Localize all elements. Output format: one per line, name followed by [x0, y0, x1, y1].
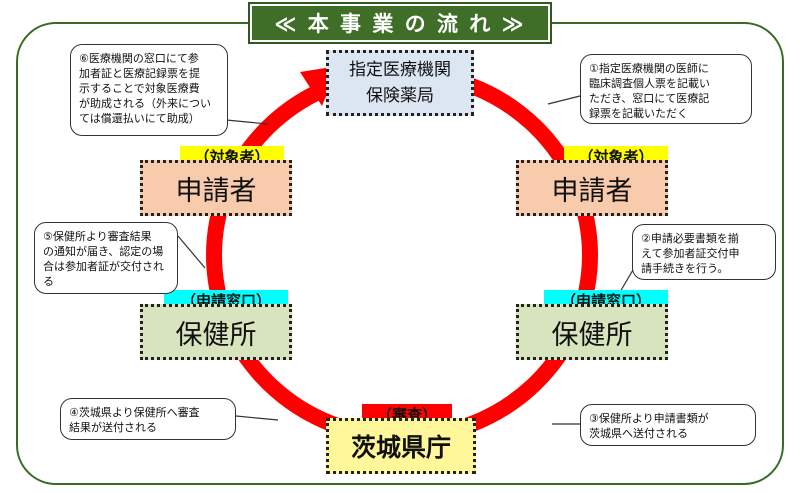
callout-tail-5 [177, 235, 206, 269]
note-5-line: る [43, 275, 54, 288]
designated-medical-institution-box: 指定医療機関 保険薬局 [326, 50, 474, 116]
note-6-line: 示することで対象医療費 [79, 82, 200, 95]
callout-tail-6 [225, 119, 269, 125]
note-6-line: 加者証と医療記録票を提 [79, 67, 200, 80]
org-line2: 保険薬局 [366, 86, 434, 106]
note-4-line: ④茨城県より保健所へ審査 [69, 406, 200, 419]
note-5-line: 合は参加者証が交付され [43, 260, 164, 273]
page-title: ≪ 本 事 業 の 流 れ ≫ [248, 2, 552, 44]
note-step-3: ③保健所より申請書類が 茨城県へ送付される [580, 404, 756, 446]
note-3-line: ③保健所より申請書類が [589, 412, 709, 425]
applicant-left-box: 申請者 [140, 160, 292, 216]
note-step-6: ⑥医療機関の窓口にて参 加者証と医療記録票を提 示することで対象医療費 が助成さ… [70, 44, 228, 136]
health-center-right-box: 保健所 [516, 304, 668, 360]
note-2-line: ②申請必要書類を揃 [641, 232, 739, 245]
health-center-left-box: 保健所 [140, 304, 292, 360]
note-2-line: えて参加者証交付申 [641, 247, 740, 260]
note-3-line: 茨城県へ送付される [589, 427, 688, 440]
applicant-right-box: 申請者 [516, 160, 668, 216]
note-6-line: ⑥医療機関の窓口にて参 [79, 52, 199, 65]
note-step-5: ⑤保健所より審査結果 の通知が届き、認定の場 合は参加者証が交付され る [34, 222, 178, 294]
note-4-line: 結果が送付される [69, 421, 157, 434]
ibaraki-prefecture-box: 茨城県庁 [326, 418, 476, 474]
note-step-4: ④茨城県より保健所へ審査 結果が送付される [60, 398, 236, 440]
note-6-line: ては償還払いにて助成） [79, 112, 200, 125]
note-6-line: が助成される（外来につい [79, 97, 211, 110]
note-step-1: ①指定医療機関の医師に 臨床調査個人票を記載い ただき、窓口にて医療記 録票を記… [580, 54, 752, 124]
note-1-line: 録票を記載いただく [589, 107, 688, 120]
note-1-line: ①指定医療機関の医師に [589, 62, 709, 75]
org-line1: 指定医療機関 [349, 60, 451, 80]
note-1-line: ただき、窓口にて医療記 [589, 92, 710, 105]
callout-tail-4 [235, 415, 279, 421]
note-1-line: 臨床調査個人票を記載い [589, 77, 710, 90]
note-5-line: の通知が届き、認定の場 [43, 245, 164, 258]
note-step-2: ②申請必要書類を揃 えて参加者証交付申 請手続きを行う。 [632, 224, 776, 280]
note-2-line: 請手続きを行う。 [641, 262, 729, 275]
flow-ring-arc [206, 65, 598, 445]
note-5-line: ⑤保健所より審査結果 [43, 230, 152, 243]
